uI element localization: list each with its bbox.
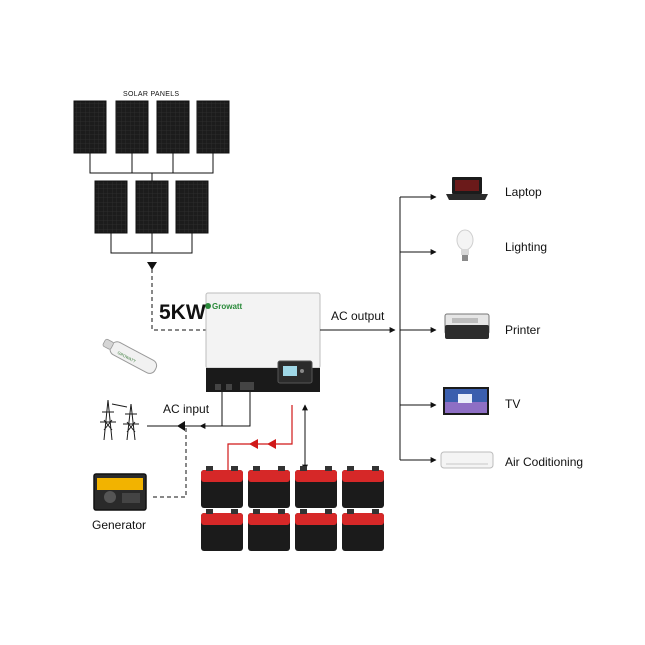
solar-panel [115,100,149,154]
dc-arrow-a [249,439,258,449]
light-bulb-icon [456,229,474,261]
solar-panel [73,100,107,154]
ac-output-bus [320,194,437,463]
solar-panel [156,100,190,154]
power-rating-label: 5KW [159,301,206,324]
panel-wiring-bottom [110,233,193,254]
inverter [205,292,321,392]
load-label-air-conditioning: Air Coditioning [505,455,584,469]
growatt-logo-icon [205,303,211,309]
load-label-laptop: Laptop [505,185,542,199]
ac-input-line [147,392,251,429]
battery [248,509,290,551]
battery [295,509,337,551]
solar-panels-bottom-row [94,180,209,234]
printer-icon [444,313,490,339]
laptop-icon [446,177,488,200]
air-conditioner-icon [440,451,494,469]
ac-output-label: AC output [331,309,385,323]
generator-icon [93,473,147,511]
battery [201,509,243,551]
load-label-lighting: Lighting [505,240,548,254]
solar-panel [94,180,128,234]
generator-label: Generator [92,518,147,532]
tv-icon [443,387,489,415]
solar-panel [135,180,169,234]
battery-dc-links [227,404,308,471]
load-label-tv: TV [505,397,521,411]
ac-input-arrow [177,421,185,431]
battery [201,466,243,508]
pv-arrow-head [147,262,157,270]
battery [342,466,384,508]
load-label-printer: Printer [505,323,541,337]
pv-dc-link [151,262,206,331]
ac-input-label: AC input [163,402,210,416]
battery-bank [201,466,384,551]
solar-panels-top-row [73,100,230,154]
generator-link [152,428,187,498]
battery [248,466,290,508]
battery [342,509,384,551]
wifi-stick [102,338,158,374]
dc-arrow-b [267,439,276,449]
inverter-brand: Growatt [212,302,243,311]
battery [295,466,337,508]
solar-panel [175,180,209,234]
power-grid-icon [100,399,139,441]
solar-panel [196,100,230,154]
solar-panels-label: SOLAR PANELS [123,91,180,98]
panel-wiring-top [89,153,214,183]
